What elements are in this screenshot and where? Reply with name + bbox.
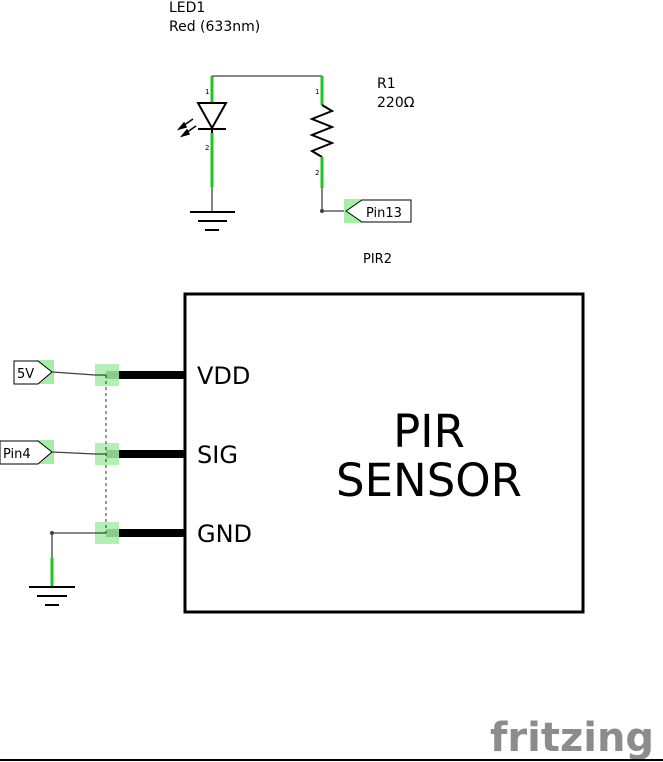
pir-title-line1: PIR <box>393 405 465 458</box>
gnd-pad <box>95 522 119 544</box>
pin-label-vdd: VDD <box>197 362 250 390</box>
v5-label: 5V <box>17 367 34 382</box>
pin4-label: Pin4 <box>3 447 31 462</box>
vdd-pad <box>95 364 119 386</box>
ground-icon <box>29 586 75 606</box>
pir-ground[interactable] <box>29 531 106 606</box>
sig-pad <box>95 443 119 465</box>
wire-pin4-sig <box>51 451 106 455</box>
pin-label-gnd: GND <box>197 520 252 548</box>
led1-ref: LED1 <box>169 0 205 16</box>
pir-body <box>183 292 585 614</box>
led1-value: Red (633nm) <box>169 19 260 35</box>
net-label-5v[interactable]: 5V <box>13 360 106 385</box>
resistor-r1[interactable]: R1 220Ω 1 2 <box>309 76 415 213</box>
net-label-pin4[interactable]: Pin4 <box>0 440 106 465</box>
pir-title-line2: SENSOR <box>336 454 522 507</box>
led1-pin2-number: 2 <box>205 144 209 152</box>
pin-label-sig: SIG <box>197 441 238 469</box>
r1-ref: R1 <box>377 76 396 92</box>
light-emission-icon <box>176 118 197 138</box>
pir2-ref: PIR2 <box>363 252 392 267</box>
wire-5v-vdd <box>51 371 106 376</box>
r1-pin2-number: 2 <box>315 169 319 177</box>
net-label-pin13[interactable]: Pin13 <box>344 199 412 223</box>
r1-value: 220Ω <box>377 95 415 111</box>
led1[interactable]: LED1 Red (633nm) 1 2 <box>169 0 260 231</box>
pin13-label: Pin13 <box>366 206 402 221</box>
led-diode-icon <box>196 102 228 131</box>
resistor-icon <box>309 104 335 158</box>
pir-sensor[interactable]: PIR SENSOR VDD SIG GND <box>95 292 585 614</box>
ground-icon <box>190 211 235 231</box>
fritzing-logo: fritzing <box>490 715 654 761</box>
r1-pin1-number: 1 <box>315 88 319 96</box>
led1-pin1-number: 1 <box>205 88 209 96</box>
